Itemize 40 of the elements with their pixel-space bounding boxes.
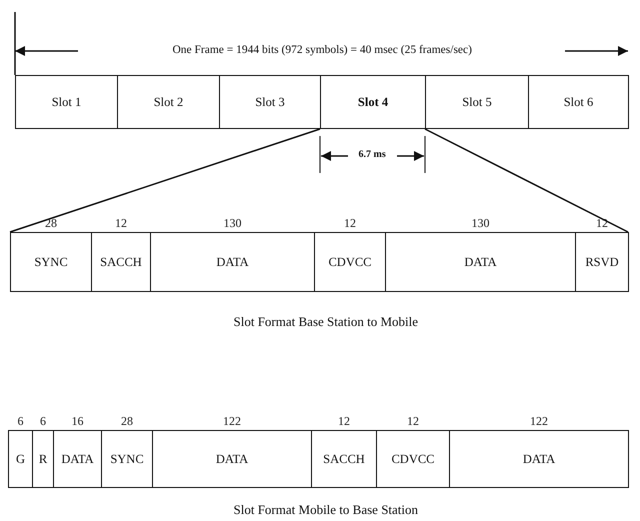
field-cell: CDVCC [314, 232, 386, 292]
field-cell: RSVD [575, 232, 629, 292]
field-cell: DATA [449, 430, 629, 488]
slot-cell: Slot 4 [320, 75, 426, 129]
slot-cell: Slot 5 [425, 75, 529, 129]
field-cell: R [32, 430, 54, 488]
field-cell: G [8, 430, 33, 488]
slot-cell: Slot 2 [117, 75, 220, 129]
field-cell: CDVCC [376, 430, 450, 488]
bit-count: 6 [16, 414, 24, 429]
expansion-line [424, 128, 628, 233]
dimension-label: 6.7 ms [358, 149, 386, 160]
bit-count: 16 [70, 414, 84, 429]
bit-count: 6 [39, 414, 47, 429]
field-cell: DATA [150, 232, 315, 292]
bit-count: 12 [406, 414, 420, 429]
field-cell: DATA [385, 232, 576, 292]
slot-cell: Slot 3 [219, 75, 321, 129]
bit-count: 12 [114, 216, 128, 231]
bit-count: 130 [470, 216, 490, 231]
bit-count: 12 [337, 414, 351, 429]
expansion-line [10, 128, 320, 233]
field-cell: SYNC [101, 430, 153, 488]
bit-count: 28 [44, 216, 58, 231]
caption: Slot Format Mobile to Base Station [234, 502, 418, 518]
bit-count: 130 [222, 216, 242, 231]
field-cell: DATA [152, 430, 312, 488]
frame-dimension-label: One Frame = 1944 bits (972 symbols) = 40 msec (25 frames/sec) [172, 44, 472, 56]
slot-cell: Slot 6 [528, 75, 629, 129]
caption: Slot Format Base Station to Mobile [234, 314, 418, 330]
field-cell: SACCH [311, 430, 377, 488]
bit-count: 12 [595, 216, 609, 231]
bit-count: 122 [222, 414, 242, 429]
field-cell: SYNC [10, 232, 92, 292]
slot-cell: Slot 1 [15, 75, 118, 129]
bit-count: 28 [120, 414, 134, 429]
bit-count: 12 [343, 216, 357, 231]
bit-count: 122 [529, 414, 549, 429]
field-cell: DATA [53, 430, 102, 488]
field-cell: SACCH [91, 232, 151, 292]
